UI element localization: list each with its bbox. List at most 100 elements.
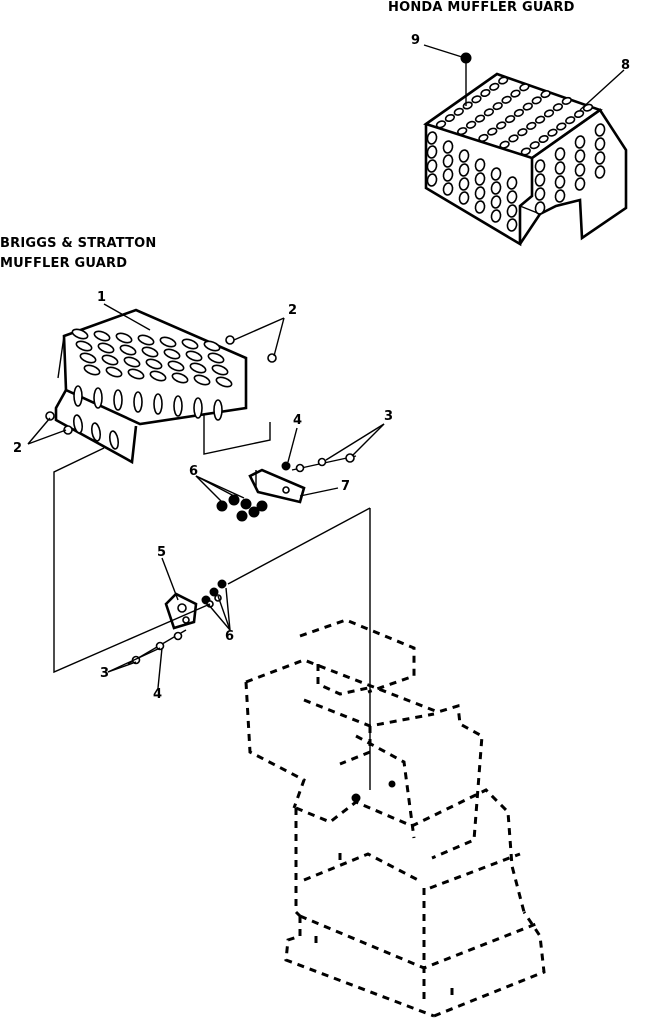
guard-slot <box>211 364 229 376</box>
guard-slot <box>181 338 199 350</box>
guard-slot <box>145 358 163 370</box>
briggs-title-line1: BRIGGS & STRATTON <box>0 236 157 251</box>
guard-hole <box>442 154 454 168</box>
guard-slot <box>71 328 89 340</box>
guard-hole <box>552 103 564 112</box>
guard-hole <box>556 122 567 131</box>
briggs-guard-slots <box>71 328 233 450</box>
guard-slot <box>83 364 101 376</box>
guard-slot <box>193 397 203 419</box>
guard-hole <box>543 109 555 118</box>
guard-hole <box>496 121 507 130</box>
guard-slot <box>185 350 203 362</box>
guard-slot <box>115 332 133 344</box>
honda-guard-perforations <box>426 76 606 232</box>
guard-hole <box>547 128 558 137</box>
guard-hole <box>435 120 447 129</box>
guard-hole <box>517 128 528 137</box>
guard-hole <box>594 137 606 151</box>
guard-hole <box>490 167 502 181</box>
guard-slot <box>133 391 143 413</box>
guard-hole <box>529 141 540 150</box>
assembly-guide-lines <box>53 447 371 790</box>
guard-slot <box>193 374 211 386</box>
guard-hole <box>489 82 500 91</box>
guard-slot <box>123 356 141 368</box>
guard-hole <box>573 109 585 119</box>
callout-4-lower: 4 <box>153 687 163 702</box>
guard-hole <box>594 151 606 165</box>
callout-1: 1 <box>97 290 107 305</box>
callout-8: 8 <box>621 58 631 73</box>
guard-hole <box>462 101 473 110</box>
guard-hole <box>534 159 546 173</box>
guard-hole <box>453 107 464 116</box>
guard-hole <box>498 76 509 85</box>
guard-hole <box>534 187 546 201</box>
callout-3-lower: 3 <box>100 666 110 681</box>
guard-hole <box>554 175 566 189</box>
guard-hole <box>554 161 566 175</box>
guard-slot <box>173 395 183 417</box>
guard-hole <box>574 177 586 191</box>
guard-hole <box>426 173 438 187</box>
guard-hole <box>444 113 456 123</box>
guard-slot <box>171 372 189 384</box>
guard-hole <box>442 140 454 154</box>
guard-slot <box>93 330 111 342</box>
guard-hole <box>582 103 594 112</box>
guard-hole <box>442 168 454 182</box>
guard-hole <box>458 149 470 163</box>
guard-slot <box>73 385 83 407</box>
guard-hole <box>499 140 510 149</box>
guard-hole <box>506 204 518 218</box>
guard-slot <box>90 422 102 442</box>
guard-hole <box>471 95 482 104</box>
guard-slot <box>153 393 163 415</box>
guard-hole <box>508 134 519 143</box>
callout-4-upper: 4 <box>293 413 303 428</box>
guard-slot <box>163 348 181 360</box>
guard-hole <box>426 145 438 159</box>
callout-7: 7 <box>341 479 351 494</box>
guard-hole <box>474 158 486 172</box>
guard-hole <box>554 189 566 203</box>
guard-hole <box>458 177 470 191</box>
guard-hole <box>554 147 566 161</box>
guard-slot <box>159 336 177 348</box>
guard-slot <box>215 376 233 388</box>
guard-hole <box>534 115 546 124</box>
guard-slot <box>127 368 145 380</box>
guard-hole <box>465 120 477 129</box>
guard-hole <box>534 173 546 187</box>
guard-hole <box>490 195 502 209</box>
guard-slot <box>149 370 167 382</box>
guard-hole <box>504 115 516 124</box>
guard-slot <box>113 389 123 411</box>
guard-hole <box>522 102 533 111</box>
guard-hole <box>510 89 521 98</box>
briggs-muffler-guard <box>27 303 285 465</box>
guard-hole <box>506 176 518 190</box>
guard-hole <box>483 108 495 117</box>
guard-slot <box>137 334 155 346</box>
guard-hole <box>458 191 470 205</box>
guard-hole <box>458 163 470 177</box>
callout-5: 5 <box>157 545 167 560</box>
guard-hole <box>574 149 586 163</box>
guard-slot <box>207 352 225 364</box>
guard-hole <box>478 133 489 142</box>
guard-hole <box>426 159 438 173</box>
guard-hole <box>565 116 576 125</box>
engine-phantom-outline <box>244 618 546 1018</box>
guard-slot <box>203 340 221 352</box>
guard-hole <box>531 96 542 105</box>
upper-bracket-assembly <box>195 414 385 522</box>
guard-slot <box>72 414 84 434</box>
callout-9: 9 <box>411 33 421 48</box>
callout-3-upper: 3 <box>384 409 394 424</box>
guard-slot <box>105 366 123 378</box>
guard-hole <box>540 90 551 99</box>
guard-hole <box>520 147 531 156</box>
